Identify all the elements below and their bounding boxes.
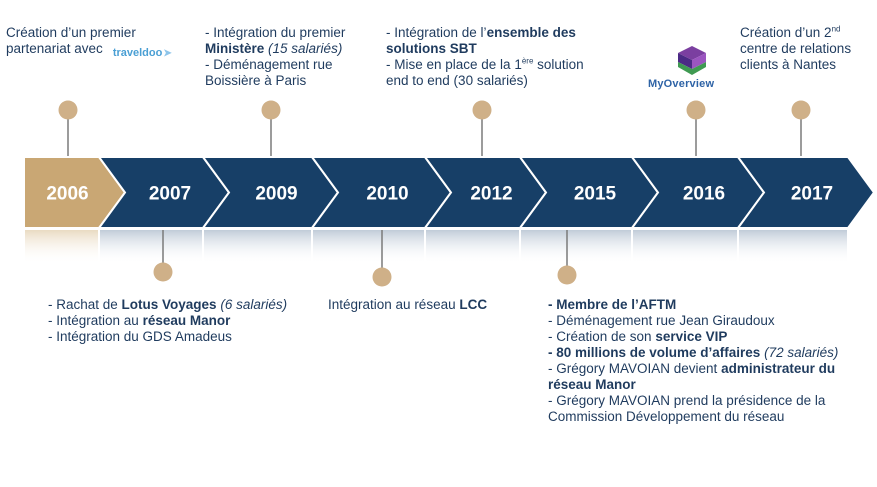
- year-label-2012: 2012: [470, 184, 512, 205]
- year-reflection-2012: [426, 230, 519, 264]
- year-label-2010: 2010: [366, 184, 408, 205]
- connector-dot-2012: [472, 100, 492, 120]
- connector-lines: [58, 100, 811, 287]
- year-reflection-2009: [204, 230, 311, 264]
- event-2009-text: - Intégration du premier Ministère (15 s…: [205, 25, 346, 88]
- year-label-2006: 2006: [46, 184, 88, 205]
- myoverview-logo: MyOverview: [648, 44, 736, 94]
- year-label-2015: 2015: [574, 184, 617, 205]
- connector-dot-2010: [372, 267, 392, 287]
- connector-dot-2016: [686, 100, 706, 120]
- connector-dot-2017: [791, 100, 811, 120]
- year-label-2009: 2009: [255, 184, 297, 205]
- timeline-reflection: [25, 230, 847, 264]
- myoverview-logo-icon: [678, 46, 706, 75]
- year-labels: 2006 2007 2009 2010 2012 2015 2016 2017: [46, 184, 833, 205]
- connector-dot-2007: [153, 262, 173, 282]
- connector-dot-2006: [58, 100, 78, 120]
- event-2012-text: - Intégration de l’ensemble des solution…: [386, 25, 584, 88]
- event-2015-text: - Membre de l’AFTM - Déménagement rue Je…: [548, 297, 839, 424]
- event-2017-text: Création d’un 2nd centre de relations cl…: [740, 24, 852, 72]
- year-label-2017: 2017: [791, 184, 833, 205]
- year-reflection-2015: [521, 230, 631, 264]
- event-2007-text: - Rachat de Lotus Voyages (6 salariés) -…: [48, 297, 288, 344]
- year-arrows: [23, 156, 876, 229]
- event-2010-text: Intégration au réseau LCC: [328, 297, 488, 312]
- year-arrow-2017: [736, 156, 876, 229]
- year-reflection-2006: [25, 230, 98, 264]
- connector-dot-2009: [261, 100, 281, 120]
- year-label-2016: 2016: [683, 184, 725, 205]
- year-label-2007: 2007: [149, 184, 191, 205]
- year-reflection-2016: [633, 230, 737, 264]
- year-reflection-2017: [739, 230, 847, 264]
- year-reflection-2007: [100, 230, 202, 264]
- paper-plane-icon: ➤: [163, 48, 172, 59]
- connector-dot-2015: [557, 265, 577, 285]
- traveldoo-logo: traveldoo➤: [112, 47, 172, 59]
- year-reflection-2010: [313, 230, 424, 264]
